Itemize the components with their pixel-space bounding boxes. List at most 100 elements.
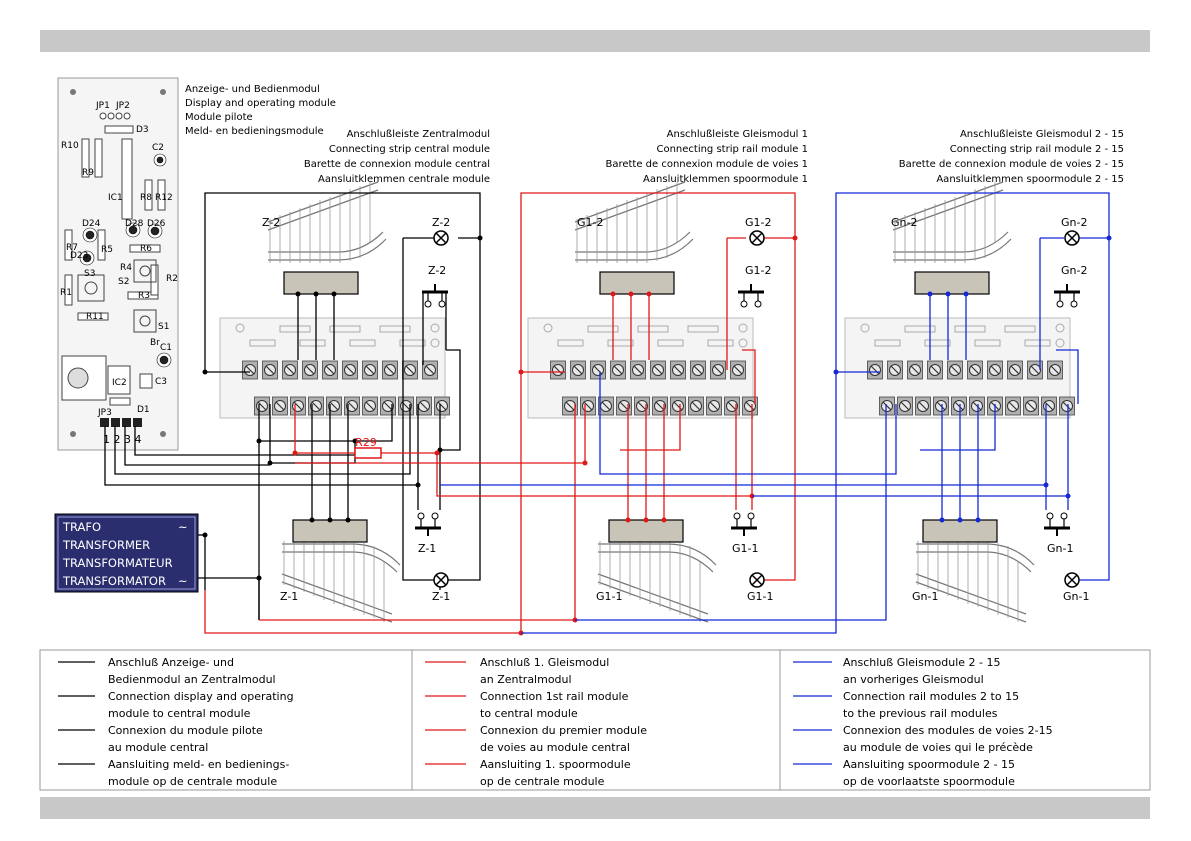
central-button-top-label: Z-2: [428, 264, 446, 277]
legend-blue-line-1: Anschluß Gleismodule 2 - 15: [843, 656, 1001, 669]
label-br: Br: [150, 338, 160, 348]
legend-black-line-4: module to central module: [108, 707, 251, 720]
rail1-header-nl: Aansluitklemmen spoormodule 1: [643, 174, 808, 185]
rail2-lamp-top-label: Gn-2: [1061, 216, 1087, 229]
legend-red-line-1: Anschluß 1. Gleismodul: [480, 656, 609, 669]
black-junctions: [202, 235, 483, 581]
display-board: [57, 77, 179, 451]
rail2-button-bottom-label: Gn-1: [1047, 542, 1073, 555]
rail1-header-fr: Barette de connexion module de voies 1: [605, 159, 808, 170]
blue-junctions: [833, 235, 1112, 523]
label-c2: C2: [152, 143, 164, 153]
ac-symbol-top-icon: ~: [178, 520, 188, 534]
rail1-header-de: Anschlußleiste Gleismodul 1: [667, 129, 808, 140]
central-turnout-top: [267, 181, 387, 264]
central-lamp-bottom-icon: [433, 572, 449, 588]
central-button-bottom-label: Z-1: [418, 542, 436, 555]
legend-blue-line-2: an vorheriges Gleismodul: [843, 673, 984, 686]
rail2-lamp-bottom-label: Gn-1: [1063, 590, 1089, 603]
resistor-r29: [354, 447, 382, 459]
resistor-r29-label: R29: [355, 436, 377, 449]
jp3-pin-numbers: 1 2 3 4: [103, 433, 141, 446]
module-title-fr: Module pilote: [185, 112, 253, 123]
central-header: Anschlußleiste Zentralmodul Connecting s…: [304, 129, 490, 185]
module-title-nl: Meld- en bedieningsmodule: [185, 126, 324, 137]
central-header-de: Anschlußleiste Zentralmodul: [347, 129, 490, 140]
rail2-turnout-bottom: [915, 540, 1035, 623]
label-jp3: JP3: [97, 408, 112, 418]
ac-symbol-bottom-icon: ~: [178, 574, 188, 588]
rail1-lamp-top-label: G1-2: [745, 216, 772, 229]
board-labels: JP1 JP2 D3 R10 R9 C2 IC1 R8 R12 D24 D28 …: [60, 101, 178, 446]
label-jp2: JP2: [115, 101, 130, 111]
label-jp1: JP1: [95, 101, 110, 111]
label-s3: S3: [84, 269, 95, 279]
rail1-button-top-icon: [736, 282, 766, 309]
central-motor-top: [283, 271, 359, 295]
rail2-button-top-icon: [1052, 282, 1082, 309]
transformer: TRAFO TRANSFORMER TRANSFORMATEUR TRANSFO…: [54, 513, 199, 593]
label-r2: R2: [166, 274, 178, 284]
label-d1: D1: [137, 405, 150, 415]
rail2-header-de: Anschlußleiste Gleismodul 2 - 15: [960, 129, 1124, 140]
legend-red-line-5: Connexion du premier module: [480, 724, 647, 737]
central-motor-bottom: [292, 519, 368, 543]
legend-blue-line-6: au module de voies qui le précède: [843, 741, 1033, 754]
central-lamp-top-icon: [433, 230, 449, 246]
label-ic1: IC1: [108, 193, 123, 203]
transformer-label-fr: TRANSFORMATEUR: [62, 556, 173, 570]
component-labels: Z-2 Z-2 Z-2 Z-1 Z-1 Z-1 G1-2 G1-2 G1-2 G…: [262, 216, 1089, 603]
legend-red-line-8: op de centrale module: [480, 775, 605, 788]
central-lamp-top-label: Z-2: [432, 216, 450, 229]
label-r9: R9: [82, 168, 94, 178]
rail1-motor-top: [599, 271, 675, 295]
rail1-lamp-bottom-label: G1-1: [747, 590, 774, 603]
rail1-motor-bottom: [608, 519, 684, 543]
central-lamp-bottom-label: Z-1: [432, 590, 450, 603]
rail1-turnout-bottom-label: G1-1: [596, 590, 623, 603]
module-title-en: Display and operating module: [185, 98, 336, 109]
rail1-lamp-top-icon: [749, 230, 765, 246]
legend-black-line-8: module op de centrale module: [108, 775, 277, 788]
label-s2: S2: [118, 277, 129, 287]
rail1-turnout-top-label: G1-2: [577, 216, 604, 229]
label-d24: D24: [82, 219, 101, 229]
rail2-header-en: Connecting strip rail module 2 - 15: [950, 144, 1124, 155]
legend-black-line-7: Aansluiting meld- en bedienings-: [108, 758, 289, 771]
legend-black-line-2: Bedienmodul an Zentralmodul: [108, 673, 276, 686]
central-turnout-bottom: [281, 540, 401, 623]
rail2-button-top-label: Gn-2: [1061, 264, 1087, 277]
label-r7: R7: [66, 243, 78, 253]
transformer-label-nl: TRANSFORMATOR: [62, 574, 166, 588]
central-header-en: Connecting strip central module: [329, 144, 490, 155]
label-d3: D3: [136, 125, 149, 135]
transformer-label-de: TRAFO: [62, 520, 101, 534]
label-r12: R12: [155, 193, 173, 203]
rail1-header-en: Connecting strip rail module 1: [656, 144, 808, 155]
central-terminal-strip: [220, 318, 450, 418]
rail2-lamp-bottom-icon: [1064, 572, 1080, 588]
top-bar: [40, 30, 1150, 52]
black-wiring: [104, 192, 481, 620]
legend-red-line-2: an Zentralmodul: [480, 673, 572, 686]
legend-red-line-4: to central module: [480, 707, 578, 720]
legend-black-line-1: Anschluß Anzeige- und: [108, 656, 234, 669]
central-header-nl: Aansluitklemmen centrale module: [318, 174, 490, 185]
rail2-motor-top: [914, 271, 990, 295]
central-header-fr: Barette de connexion module central: [304, 159, 490, 170]
legend-black-line-3: Connection display and operating: [108, 690, 294, 703]
rail1-header: Anschlußleiste Gleismodul 1 Connecting s…: [605, 129, 808, 185]
label-ic2: IC2: [112, 378, 127, 388]
central-turnout-top-label: Z-2: [262, 216, 280, 229]
rail2-turnout-top-label: Gn-2: [891, 216, 917, 229]
label-c3: C3: [155, 377, 167, 387]
label-r4: R4: [120, 263, 132, 273]
central-button-bottom-icon: [413, 511, 443, 538]
label-r6: R6: [140, 244, 152, 254]
label-d23: D23: [70, 251, 88, 261]
label-r3: R3: [138, 291, 150, 301]
module-title: Anzeige- und Bedienmodul Display and ope…: [185, 84, 336, 137]
label-c1: C1: [160, 343, 172, 353]
label-r8: R8: [140, 193, 152, 203]
rail2-header-fr: Barette de connexion module de voies 2 -…: [899, 159, 1124, 170]
